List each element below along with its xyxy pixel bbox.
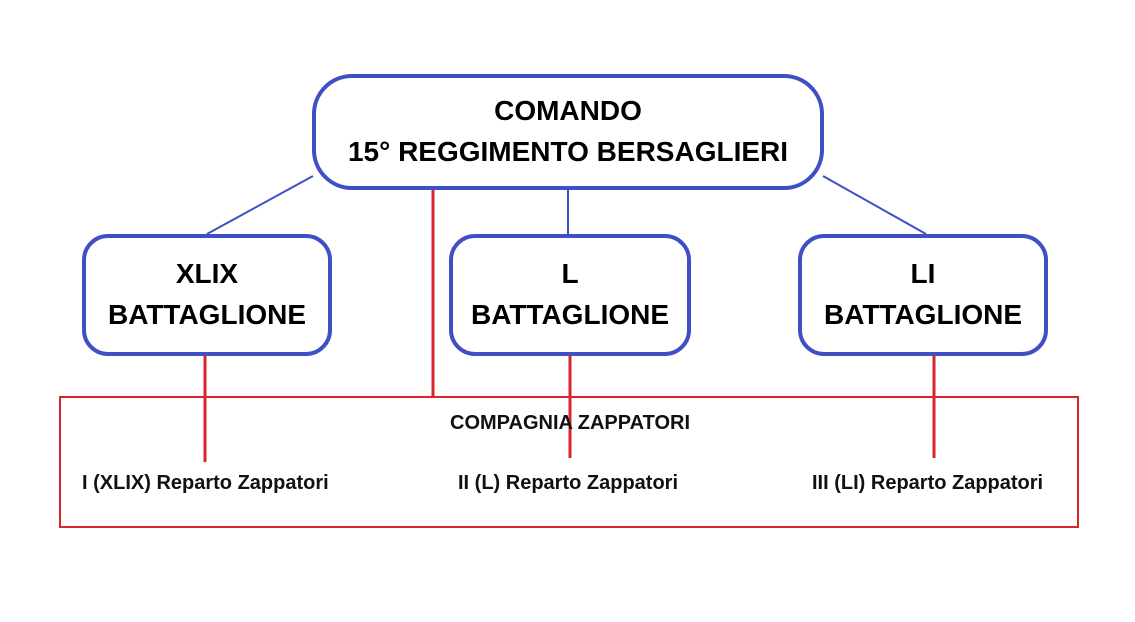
battalion-box-xlix: XLIX BATTAGLIONE (82, 234, 332, 356)
link-command-xlix (206, 175, 314, 235)
reparto-li: III (LI) Reparto Zappatori (812, 472, 1044, 494)
command-box: COMANDO 15° REGGIMENTO BERSAGLIERI (312, 74, 824, 190)
reparto-l: II (L) Reparto Zappatori (458, 472, 678, 494)
reparto-xlix: I (XLIX) Reparto Zappatori (82, 472, 329, 494)
battalion-label: BATTAGLIONE (470, 299, 670, 330)
battalion-label: BATTAGLIONE (823, 299, 1023, 330)
command-line1: COMANDO (494, 95, 642, 127)
battalion-number: LI (910, 258, 936, 290)
battalion-box-l: L BATTAGLIONE (449, 234, 691, 356)
battalion-number: XLIX (175, 258, 239, 290)
battalion-label: BATTAGLIONE (107, 299, 307, 330)
company-title: COMPAGNIA ZAPPATORI (450, 412, 690, 434)
battalion-number: L (561, 258, 579, 290)
battalion-box-li: LI BATTAGLIONE (798, 234, 1048, 356)
command-line2: 15° REGGIMENTO BERSAGLIERI (347, 136, 789, 167)
link-command-li (822, 175, 927, 235)
company-box (59, 396, 1079, 528)
